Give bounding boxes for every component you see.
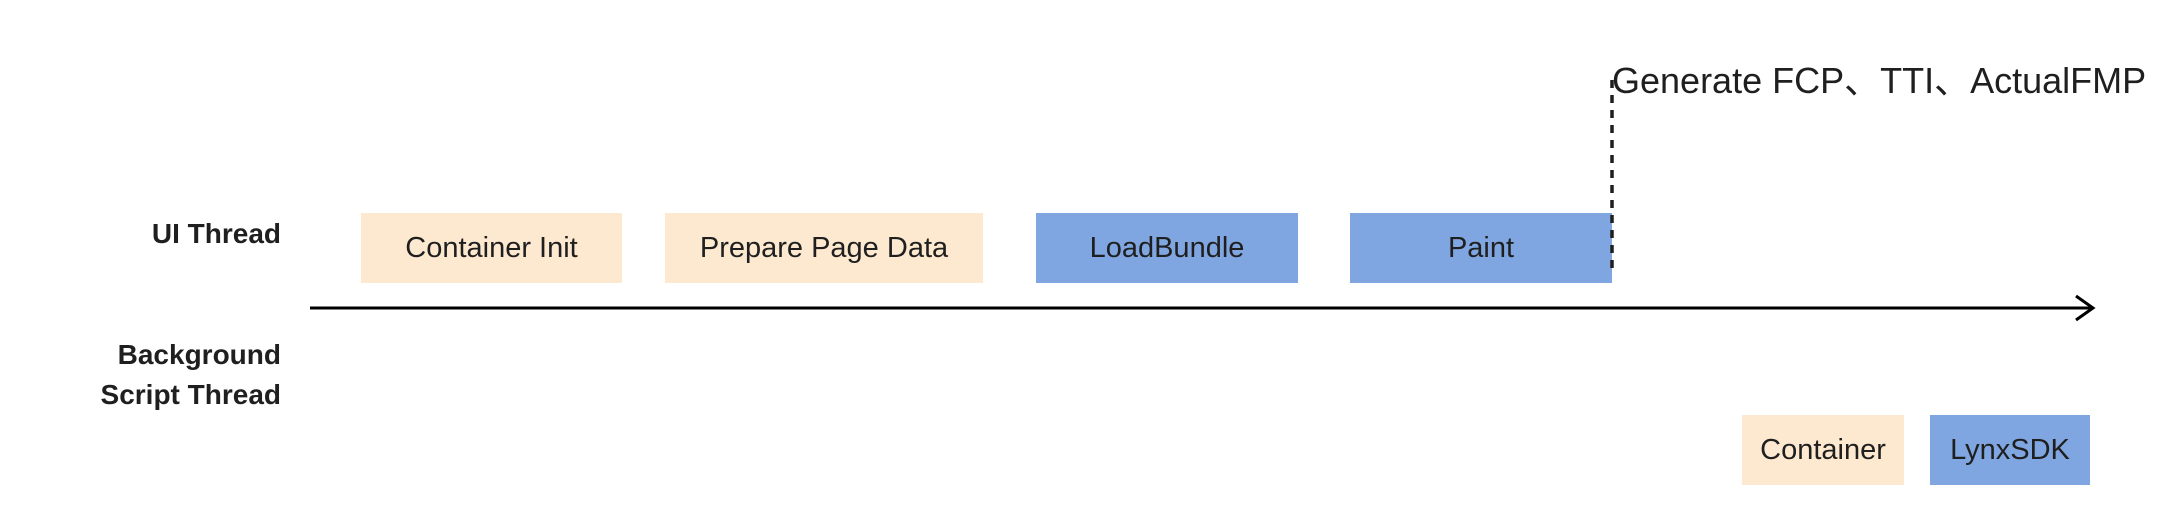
container-block: Container [1742,415,1904,485]
paint-label: Paint [1447,231,1515,264]
background-script-thread-label: Background Script Thread [61,335,281,415]
prepare-page-data-label: Prepare Page Data [699,231,949,264]
background-label-line2: Script Thread [100,379,281,410]
background-label-line1: Background [117,339,281,370]
lynx-sdk-block: LynxSDK [1930,415,2090,485]
paint-block: Paint [1350,213,1612,283]
metrics-annotation: Generate FCP、TTI、ActualFMP [1612,60,2147,101]
ui-thread-label: UI Thread [151,218,281,249]
container-label: Container [1760,433,1886,466]
prepare-page-data-block: Prepare Page Data [665,213,983,283]
timeline-arrowhead [2075,294,2096,322]
container-init-block: Container Init [361,213,622,283]
load-bundle-block: LoadBundle [1036,213,1298,283]
lynx-sdk-label: LynxSDK [1950,433,2070,466]
container-init-label: Container Init [405,231,578,264]
load-bundle-label: LoadBundle [1089,231,1245,264]
